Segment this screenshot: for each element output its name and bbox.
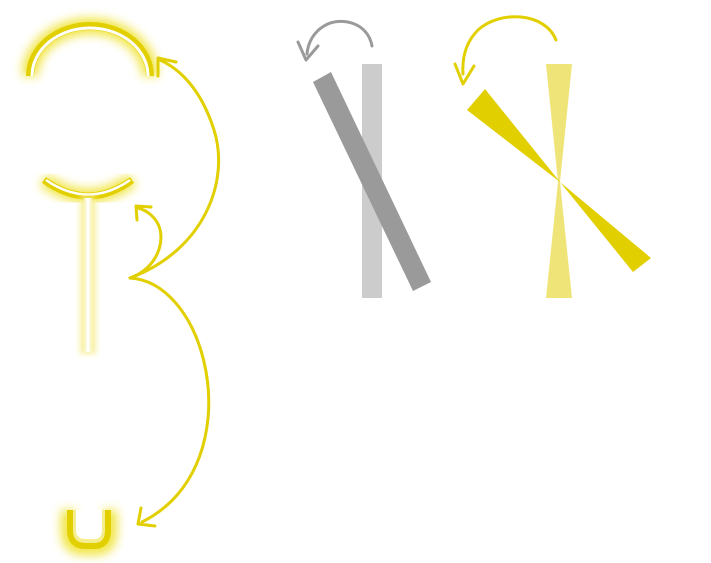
arrow-to-cup xyxy=(128,276,211,524)
gray-bar-tilted xyxy=(313,72,431,291)
split-shape-group xyxy=(22,18,221,555)
arrow-to-top-arc xyxy=(128,58,221,280)
bottom-arc-piece xyxy=(39,174,137,203)
yellow-wedge-tilted xyxy=(467,89,651,272)
yellow-rotate-arrow-head xyxy=(453,62,476,86)
curved-arrows xyxy=(128,56,221,528)
arrow-to-bottom-arc xyxy=(128,206,163,280)
gray-rotate-arrow-head xyxy=(296,40,320,62)
yellow-rotate-arrow xyxy=(461,15,558,76)
bottom-cup-piece xyxy=(61,510,117,555)
yellow-wedge-rotation xyxy=(453,15,651,298)
arrow-to-bottom-arc-head xyxy=(134,204,153,222)
arrow-to-top-arc-head xyxy=(156,56,178,78)
top-arc-piece xyxy=(22,18,158,77)
gray-bar-rotation xyxy=(296,19,431,298)
stem-piece xyxy=(80,196,96,354)
arrow-to-cup-head xyxy=(136,506,157,528)
gray-rotate-arrow xyxy=(305,19,374,56)
